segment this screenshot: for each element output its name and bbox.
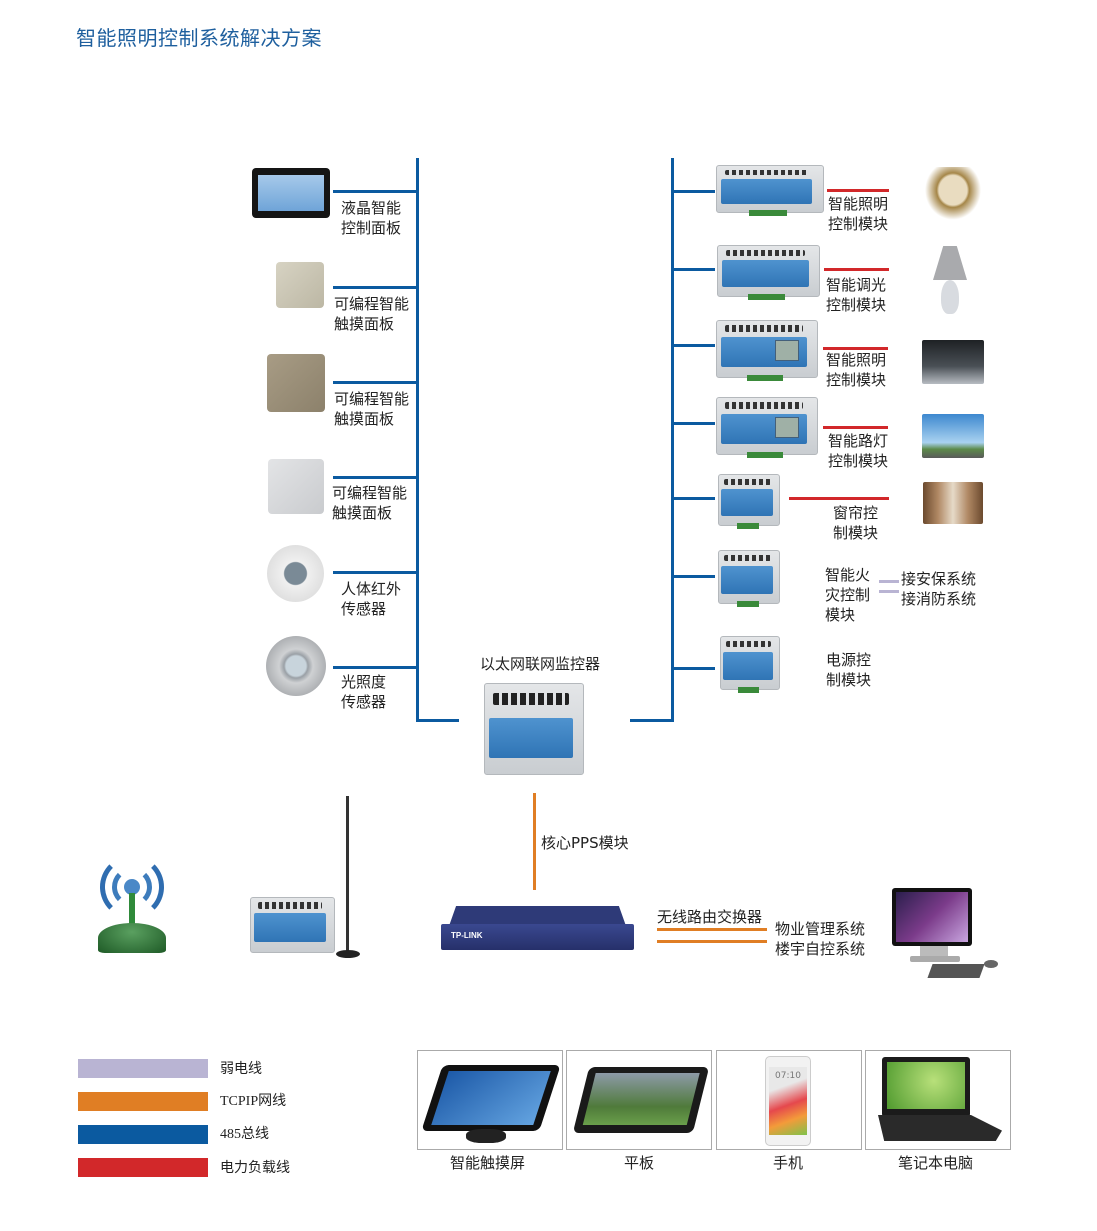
phone-time: 07:10 — [775, 1071, 801, 1081]
power-load-line — [823, 426, 888, 429]
terminal-laptop — [865, 1050, 1011, 1150]
left-485-bus — [416, 158, 419, 721]
chandelier-icon — [920, 167, 986, 225]
ethernet-controller-device — [484, 683, 584, 775]
right-bus-to-controller — [630, 719, 674, 722]
legend-swatch-485 — [78, 1125, 208, 1144]
wireless-module-device — [250, 897, 335, 953]
weak-current-line — [879, 590, 899, 593]
laptop-icon — [882, 1057, 970, 1117]
desktop-computer-icon — [890, 888, 1002, 984]
router-brand: TP-LINK — [451, 931, 483, 940]
antenna-icon — [346, 796, 349, 956]
terminal-phone: 07:10 — [716, 1050, 862, 1150]
branch-line — [671, 575, 715, 578]
device-label: 人体红外 传感器 — [341, 580, 402, 618]
controller-label: 以太网联网监控器 — [480, 655, 601, 673]
tcpip-line — [657, 940, 767, 943]
module-label: 智能照明 控制模块 — [826, 351, 887, 389]
terminal-label: 笔记本电脑 — [898, 1154, 974, 1172]
table-lamp-icon — [930, 246, 970, 316]
power-control-module-device — [720, 636, 780, 693]
module-label: 智能路灯 控制模块 — [828, 432, 889, 470]
dimming-module-device — [717, 245, 820, 300]
legend-swatch-tcpip — [78, 1092, 208, 1111]
touch-panel-icon — [276, 262, 324, 308]
power-load-line — [823, 347, 888, 350]
branch-line — [333, 286, 417, 289]
legend: 弱电线 TCPIP网线 485总线 电力负载线 — [78, 1052, 338, 1184]
branch-line — [671, 344, 715, 347]
device-label: 可编程智能 触摸面板 — [334, 390, 410, 428]
lighting-module-device — [716, 320, 818, 381]
device-label: 液晶智能 控制面板 — [341, 199, 402, 237]
street-lights-icon — [922, 414, 984, 458]
touch-panel-icon — [268, 459, 324, 514]
core-link-label: 核心PPS模块 — [541, 834, 629, 852]
branch-line — [333, 190, 417, 193]
branch-line — [671, 190, 715, 193]
module-label: 电源控 制模块 — [826, 651, 872, 689]
branch-line — [333, 476, 417, 479]
streetlight-module-device — [716, 397, 818, 458]
terminal-tablet — [566, 1050, 712, 1150]
curtain-icon — [923, 482, 983, 524]
device-label: 可编程智能 触摸面板 — [332, 484, 408, 522]
lighting-module-device — [716, 165, 824, 216]
terminal-touchscreen — [417, 1050, 563, 1150]
module-label: 智能照明 控制模块 — [828, 195, 889, 233]
device-label: 可编程智能 触摸面板 — [334, 295, 410, 333]
hall-lighting-icon — [922, 340, 984, 384]
curtain-module-device — [718, 474, 780, 529]
branch-line — [333, 666, 417, 669]
right-485-bus — [671, 158, 674, 721]
legend-item: 485总线 — [78, 1118, 338, 1151]
module-label: 窗帘控 制模块 — [833, 504, 879, 542]
light-sensor-icon — [266, 636, 326, 696]
wireless-signal-icon — [96, 855, 168, 955]
fire-links: 接安保系统 接消防系统 — [901, 570, 977, 608]
fire-control-module-device — [718, 550, 780, 607]
router-label: 无线路由交换器 — [657, 908, 763, 926]
branch-line — [671, 422, 715, 425]
tcpip-core-line — [533, 793, 536, 890]
tablet-icon — [572, 1067, 710, 1133]
legend-item: 电力负载线 — [78, 1151, 338, 1184]
branch-line — [333, 381, 417, 384]
touch-panel-icon — [267, 354, 325, 412]
device-label: 光照度 传感器 — [341, 673, 387, 711]
phone-icon: 07:10 — [765, 1056, 811, 1146]
power-load-line — [789, 497, 889, 500]
lcd-panel-icon — [252, 168, 330, 218]
antenna-base-icon — [336, 950, 360, 958]
power-load-line — [827, 189, 889, 192]
terminal-label: 平板 — [624, 1154, 655, 1172]
page-title: 智能照明控制系统解决方案 — [76, 26, 322, 50]
weak-current-line — [879, 580, 899, 583]
branch-line — [333, 571, 417, 574]
legend-swatch-weak — [78, 1059, 208, 1078]
branch-line — [671, 497, 715, 500]
terminal-label: 手机 — [773, 1154, 804, 1172]
module-label: 智能火 灾控制 模块 — [825, 566, 871, 624]
touchscreen-icon — [421, 1065, 561, 1131]
legend-item: TCPIP网线 — [78, 1085, 338, 1118]
legend-swatch-power — [78, 1158, 208, 1177]
terminal-label: 智能触摸屏 — [450, 1154, 526, 1172]
legend-item: 弱电线 — [78, 1052, 338, 1085]
systems-list: 物业管理系统 楼宇自控系统 — [775, 920, 866, 958]
branch-line — [671, 268, 715, 271]
pir-sensor-icon — [267, 545, 324, 602]
router-device: TP-LINK — [441, 906, 634, 956]
branch-line — [671, 667, 715, 670]
power-load-line — [824, 268, 889, 271]
module-label: 智能调光 控制模块 — [826, 276, 887, 314]
tcpip-line — [657, 928, 767, 931]
left-bus-to-controller — [416, 719, 459, 722]
